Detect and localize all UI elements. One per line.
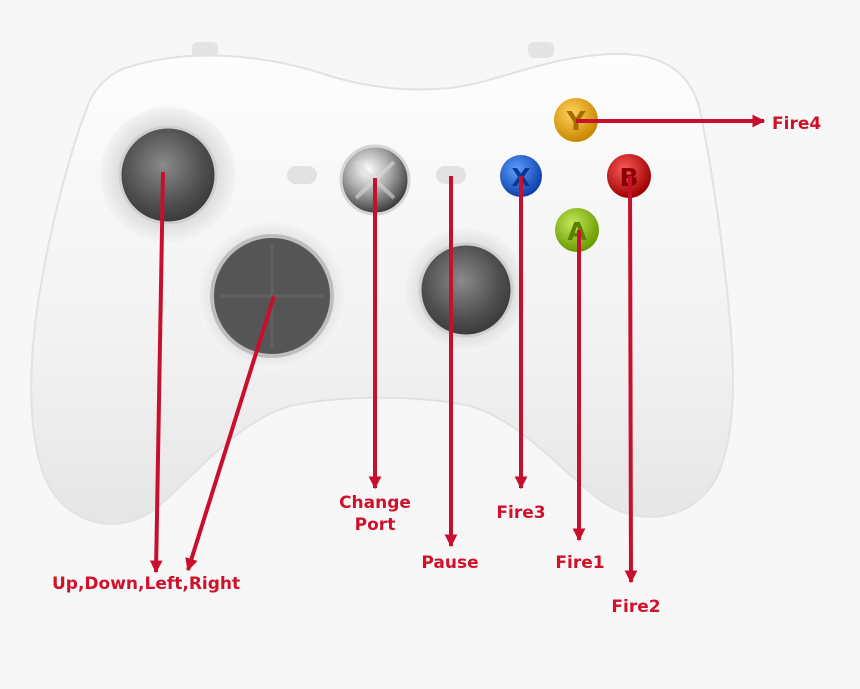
arrow-fire2 [624, 175, 638, 584]
left-stick [118, 125, 218, 225]
back-button [287, 166, 317, 184]
arrow-left-stick [149, 171, 165, 574]
label-fire4: Fire4 [772, 114, 822, 134]
label-pause: Pause [421, 553, 479, 573]
label-fire2: Fire2 [611, 597, 661, 617]
button-b [607, 154, 651, 198]
left-bumper-tab [192, 42, 218, 58]
right-stick [418, 242, 514, 338]
arrow-dpad [185, 295, 276, 572]
label-change-port: Change Port [339, 493, 411, 535]
label-fire3: Fire3 [496, 503, 546, 523]
callout-arrows [149, 114, 766, 584]
label-up-down-left-right: Up,Down,Left,Right [52, 574, 241, 594]
start-button [436, 166, 466, 184]
right-bumper-tab [528, 42, 554, 58]
label-fire1: Fire1 [555, 553, 605, 573]
